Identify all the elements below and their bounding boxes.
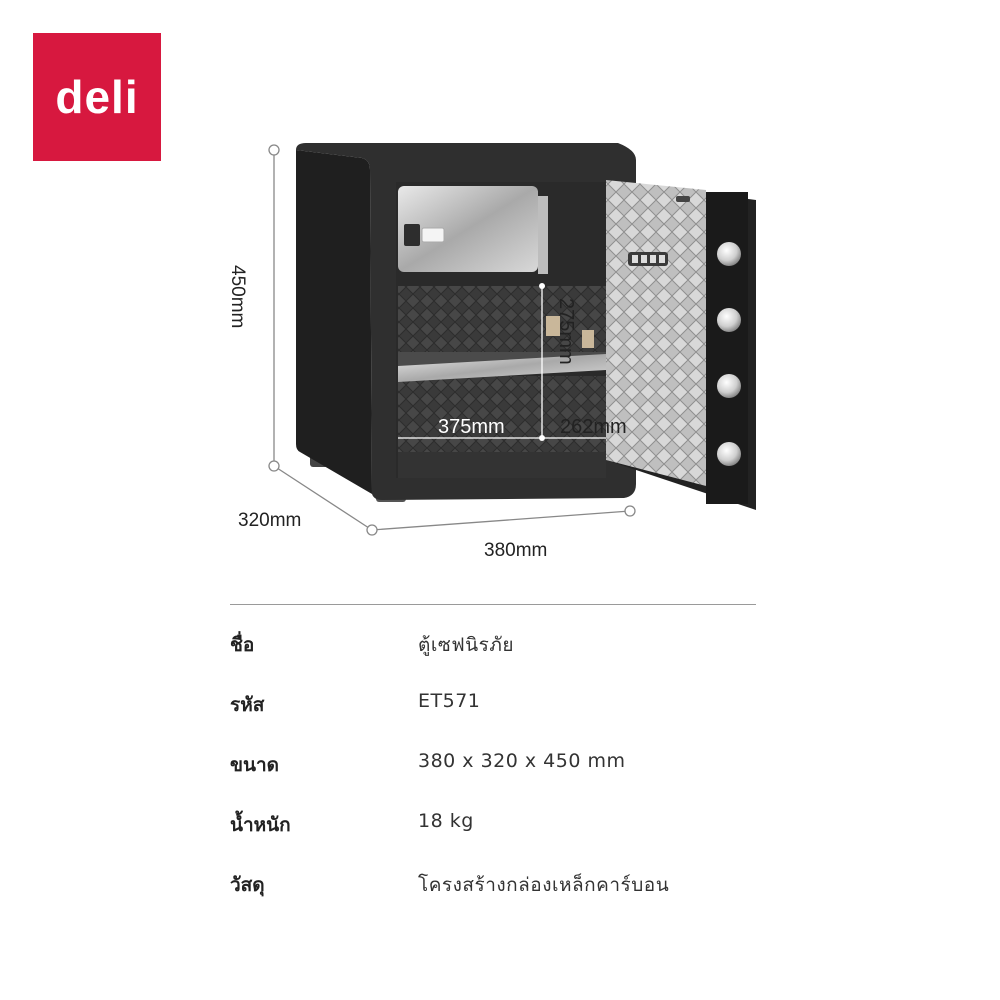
shelf: [398, 354, 606, 382]
spec-value: 380 x 320 x 450 mm: [418, 750, 626, 772]
brand-logo-text: deli: [55, 71, 139, 123]
section-divider: [230, 604, 756, 605]
lock-icon: [404, 224, 420, 246]
locking-bolt-knob: [717, 374, 741, 398]
safe-interior: [398, 186, 606, 478]
spec-label: น้ำหนัก: [230, 814, 291, 836]
brand-logo: deli: [33, 33, 161, 161]
inner-dimension-lines: [398, 283, 606, 441]
spec-label: ชื่อ: [230, 634, 255, 656]
safe-illustration: 450mm 320mm 380mm 275mm 375mm 262mm: [227, 143, 756, 561]
spec-row-name: ชื่อ ตู้เซฟนิรภัย: [230, 630, 770, 690]
inner-height-label: 275mm: [555, 298, 577, 365]
spec-value: 18 kg: [418, 810, 474, 832]
dimension-width-label: 380mm: [484, 540, 547, 561]
spec-table: ชื่อ ตู้เซฟนิรภัย รหัส ET571 ขนาด 380 x …: [230, 630, 770, 930]
spec-row-weight: น้ำหนัก 18 kg: [230, 810, 770, 870]
inner-depth-label: 262mm: [560, 416, 627, 438]
spec-label: รหัส: [230, 694, 265, 716]
inner-width-label: 375mm: [438, 416, 505, 438]
spec-label: วัสดุ: [230, 874, 265, 896]
dimension-lines: [268, 144, 636, 536]
locking-bolt-knob: [717, 242, 741, 266]
spec-value: ET571: [418, 690, 481, 712]
spec-row-material: วัสดุ โครงสร้างกล่องเหล็กคาร์บอน: [230, 870, 770, 930]
spec-row-code: รหัส ET571: [230, 690, 770, 750]
locking-bolt-knob: [717, 308, 741, 332]
dimension-height-label: 450mm: [227, 265, 248, 328]
spec-value: ตู้เซฟนิรภัย: [418, 634, 515, 656]
spec-row-size: ขนาด 380 x 320 x 450 mm: [230, 750, 770, 810]
spec-value: โครงสร้างกล่องเหล็กคาร์บอน: [418, 874, 670, 896]
spec-label: ขนาด: [230, 754, 279, 776]
safe-door: [606, 180, 756, 510]
dimension-depth-label: 320mm: [238, 510, 301, 531]
locking-bolt-knob: [717, 442, 741, 466]
inner-lock-box: [398, 186, 538, 272]
